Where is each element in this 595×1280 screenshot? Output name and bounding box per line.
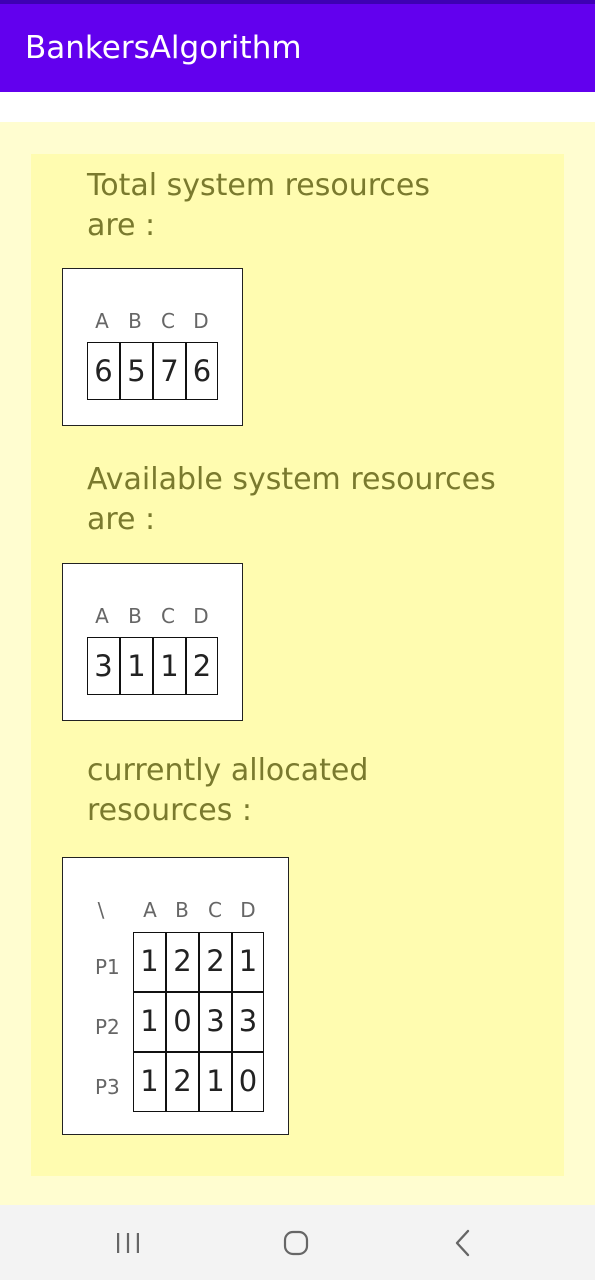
allocated-header-d: D: [240, 898, 256, 922]
system-nav-bar: [0, 1205, 595, 1280]
available-value-d: 2: [186, 637, 218, 695]
app-title: BankersAlgorithm: [25, 30, 302, 66]
allocated-p2-d: 3: [232, 992, 264, 1052]
status-bar: [0, 0, 595, 4]
allocated-p1-c: 2: [199, 932, 232, 992]
available-header-d: D: [193, 604, 209, 628]
total-header-b: B: [128, 309, 142, 333]
allocated-header-b: B: [175, 898, 189, 922]
allocated-p1-d: 1: [232, 932, 264, 992]
allocated-p3-a: 1: [133, 1052, 166, 1112]
allocated-row-label-p2: P2: [95, 1015, 120, 1039]
total-value-d: 6: [186, 342, 218, 400]
app-bar: BankersAlgorithm: [0, 4, 595, 92]
total-resources-box: A B C D 6 5 7 6: [62, 268, 243, 426]
content-scroll[interactable]: Total system resources are : A B C D 6 5…: [0, 122, 595, 1205]
home-icon: [283, 1230, 309, 1255]
allocated-resources-heading: currently allocated resources :: [87, 753, 369, 828]
allocated-p3-c: 1: [199, 1052, 232, 1112]
total-value-b: 5: [120, 342, 153, 400]
allocated-p1-b: 2: [166, 932, 199, 992]
allocated-p3-d: 0: [232, 1052, 264, 1112]
allocated-resources-box: \ A B C D P1 1 2 2 1 P2 1 0 3 3 P3 1 2 1…: [62, 857, 289, 1135]
back-icon: [455, 1229, 470, 1256]
available-value-a: 3: [87, 637, 120, 695]
allocated-p2-b: 0: [166, 992, 199, 1052]
content-panel: Total system resources are : A B C D 6 5…: [31, 154, 564, 1176]
allocated-p2-c: 3: [199, 992, 232, 1052]
available-resources-heading: Available system resources are :: [87, 462, 496, 537]
allocated-row-label-p3: P3: [95, 1075, 120, 1099]
allocated-p2-a: 1: [133, 992, 166, 1052]
allocated-p3-b: 2: [166, 1052, 199, 1112]
total-resources-heading: Total system resources are :: [87, 168, 430, 243]
allocated-header-c: C: [208, 898, 222, 922]
allocated-row-label-p1: P1: [95, 955, 120, 979]
allocated-corner-label: \: [97, 898, 105, 922]
total-header-a: A: [95, 309, 109, 333]
total-header-c: C: [161, 309, 175, 333]
available-header-a: A: [95, 604, 109, 628]
allocated-p1-a: 1: [133, 932, 166, 992]
recent-apps-icon: [117, 1232, 139, 1253]
total-header-d: D: [193, 309, 209, 333]
available-header-b: B: [128, 604, 142, 628]
available-value-b: 1: [120, 637, 153, 695]
total-value-c: 7: [153, 342, 186, 400]
total-value-a: 6: [87, 342, 120, 400]
home-button[interactable]: [256, 1205, 336, 1280]
available-header-c: C: [161, 604, 175, 628]
available-resources-box: A B C D 3 1 1 2: [62, 563, 243, 721]
allocated-header-a: A: [143, 898, 157, 922]
back-button[interactable]: [423, 1205, 503, 1280]
recent-apps-button[interactable]: [88, 1205, 168, 1280]
available-value-c: 1: [153, 637, 186, 695]
